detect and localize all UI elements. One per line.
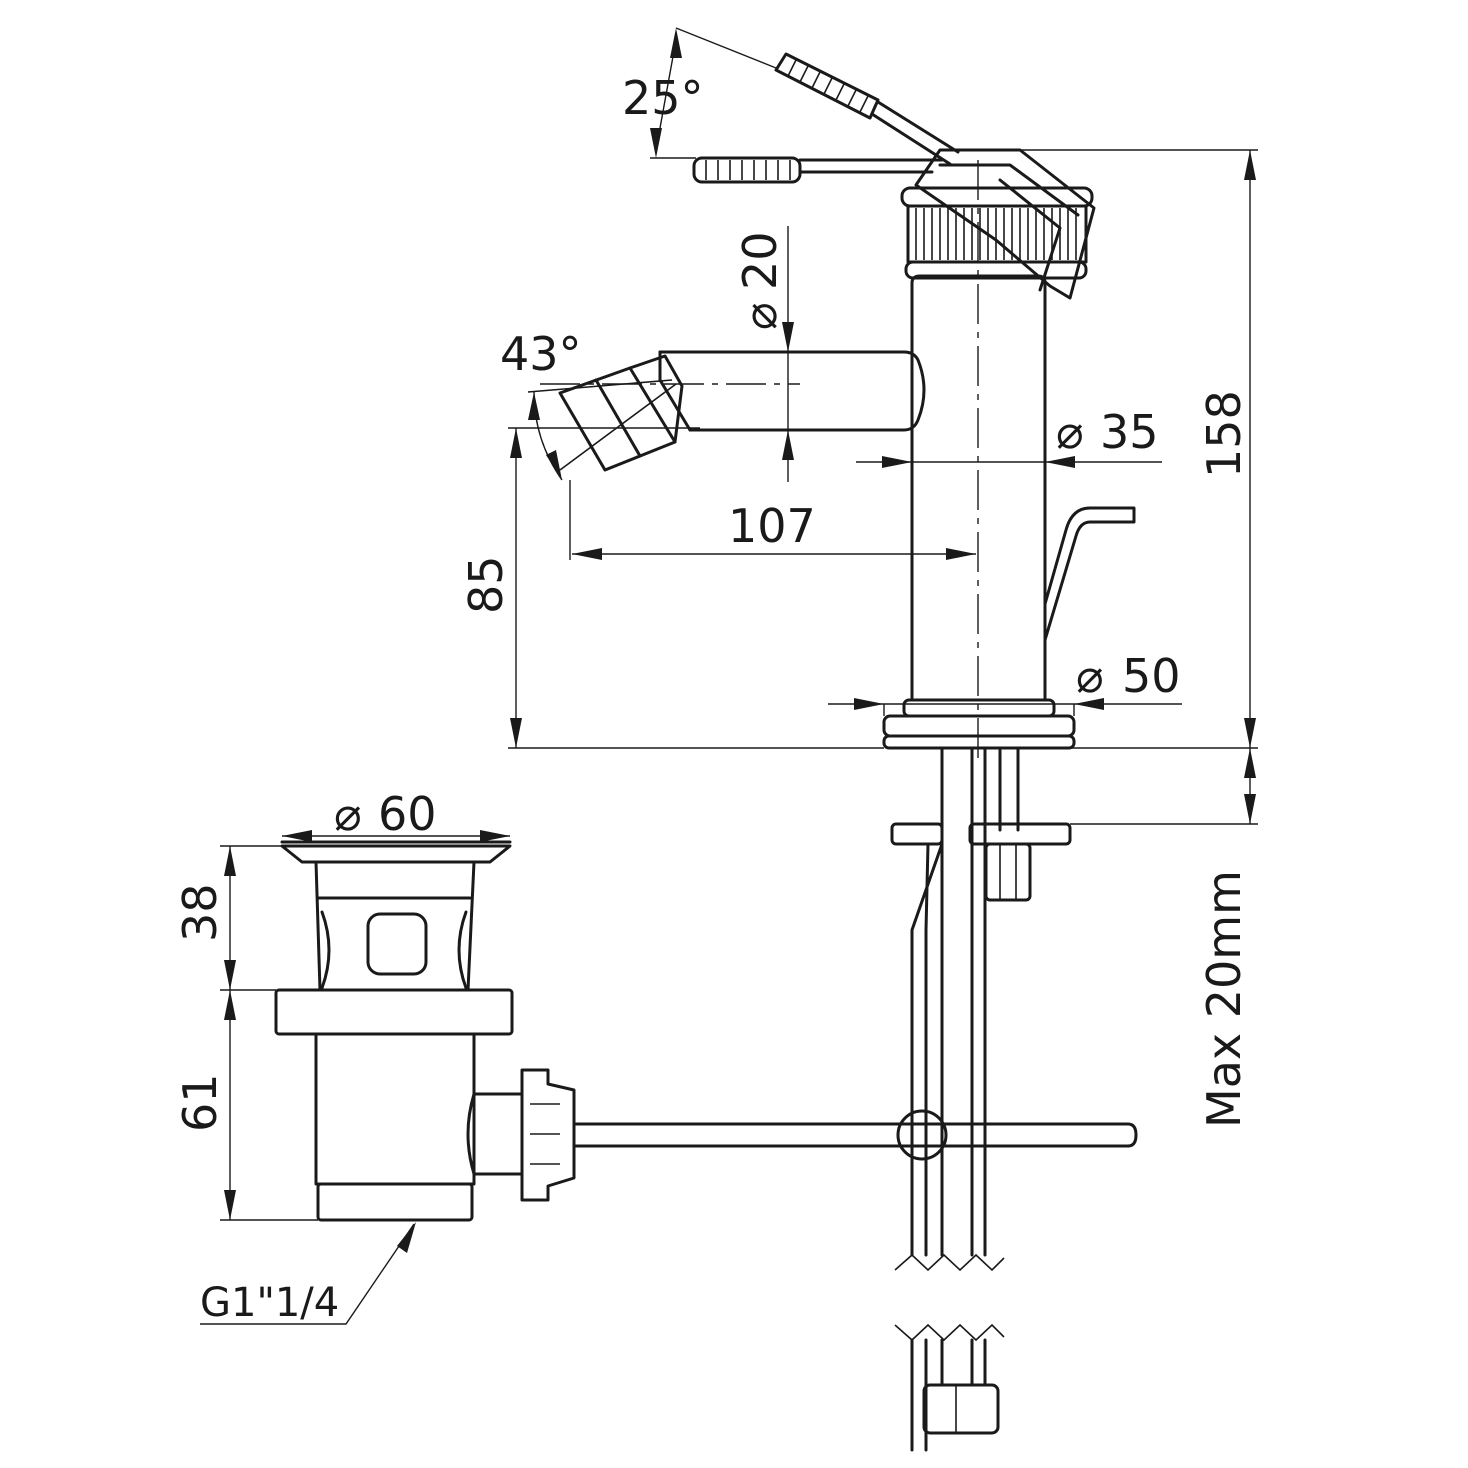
- diameter-symbol: ⌀: [1056, 405, 1084, 459]
- spout-outlet-diameter-label: ⌀ 20: [733, 231, 787, 330]
- spout-outlet-diameter-value: 20: [733, 231, 787, 290]
- body-diameter-value: 35: [1100, 405, 1159, 459]
- base-diameter-label: ⌀ 50: [1076, 649, 1181, 703]
- waste-body-height-label: 61: [173, 1073, 227, 1132]
- waste-top-height-label: 38: [173, 883, 227, 942]
- pop-up-waste: [274, 840, 576, 1222]
- overall-height-label: 158: [1197, 390, 1251, 478]
- pop-up-rod: [1043, 506, 1136, 642]
- spout-tilt-angle-label: 43°: [500, 327, 582, 381]
- waste-flange-diameter-label: ⌀ 60: [334, 787, 437, 841]
- under-deck-fixings: [574, 746, 1138, 1452]
- waste-thread-label: G1"1/4: [200, 1280, 339, 1326]
- handle-cartridge: [900, 148, 1096, 300]
- lever-angle-label: 25°: [622, 71, 704, 125]
- spout-reach-label: 107: [728, 499, 816, 553]
- base-diameter-value: 50: [1122, 649, 1181, 703]
- spout-height-label: 85: [459, 555, 513, 614]
- dimension-labels: 25° ⌀ 20 43° ⌀ 35 107 85 158 ⌀ 50 Max 20…: [173, 71, 1251, 1326]
- body-diameter-label: ⌀ 35: [1056, 405, 1159, 459]
- diameter-symbol: ⌀: [733, 302, 787, 330]
- diameter-symbol: ⌀: [334, 787, 362, 841]
- diameter-symbol: ⌀: [1076, 649, 1104, 703]
- waste-flange-diameter-value: 60: [378, 787, 437, 841]
- lever-raised-position: [774, 52, 960, 166]
- mixer-body: [882, 160, 1076, 760]
- spout: [527, 350, 926, 472]
- max-deck-thickness-label: Max 20mm: [1197, 870, 1251, 1128]
- dimension-lines: [200, 27, 1258, 1325]
- lever-lower-position: [692, 156, 944, 184]
